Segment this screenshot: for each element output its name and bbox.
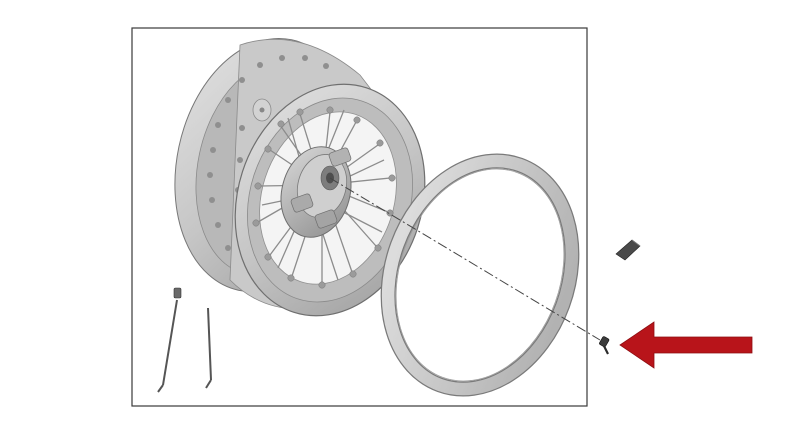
valve-cap [615,239,641,261]
assembly-axis-line [329,177,601,341]
spoke [205,307,212,389]
spoke-nipples-front [252,106,396,289]
highlight-arrow [619,321,753,369]
spoked-rear-wheel [174,37,426,317]
rim-tape [380,153,580,397]
screw [599,336,610,355]
spoke-with-nipple [157,287,182,393]
wheel-hub [280,146,352,238]
